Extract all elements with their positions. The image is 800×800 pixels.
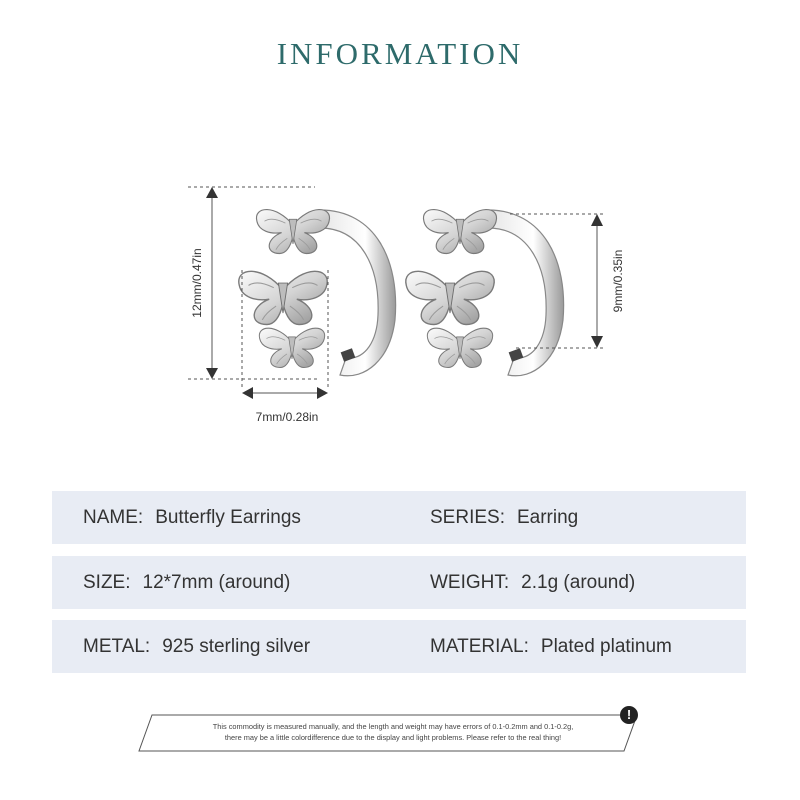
spec-size-label: SIZE: xyxy=(83,572,131,593)
spec-weight-value: 2.1g (around) xyxy=(521,572,636,593)
spec-material: MATERIAL: Plated platinum xyxy=(430,620,672,673)
spec-weight: WEIGHT: 2.1g (around) xyxy=(430,556,635,609)
spec-row-3: METAL: 925 sterling silver MATERIAL: Plate… xyxy=(52,620,746,673)
spec-series: SERIES: Earring xyxy=(430,491,578,544)
height-label: 12mm/0.47in xyxy=(190,248,204,317)
spec-name-label: NAME: xyxy=(83,507,144,528)
spec-size-value: 12*7mm (around) xyxy=(142,572,291,593)
warning-icon: ! xyxy=(620,706,638,724)
spec-metal: METAL: 925 sterling silver xyxy=(83,620,310,673)
spec-metal-label: METAL: xyxy=(83,636,151,657)
spec-series-label: SERIES: xyxy=(430,507,505,528)
spec-row-1: NAME: Butterfly Earrings SERIES: Earring xyxy=(52,491,746,544)
inner-label: 9mm/0.35in xyxy=(611,250,625,313)
notice-line-1: This commodity is measured manually, and… xyxy=(212,722,574,731)
notice-frame xyxy=(138,714,638,752)
spec-material-value: Plated platinum xyxy=(540,636,672,657)
page-title: INFORMATION xyxy=(276,36,524,71)
spec-name-value: Butterfly Earrings xyxy=(155,507,301,528)
spec-name: NAME: Butterfly Earrings xyxy=(83,491,301,544)
notice-text: This commodity is measured manually, and… xyxy=(158,721,628,743)
spec-size: SIZE: 12*7mm (around) xyxy=(83,556,290,609)
width-label: 7mm/0.28in xyxy=(256,410,319,424)
inner-dimension xyxy=(510,213,604,349)
product-figure: 12mm/0.47in 7mm/0.28in 9mm/0.35in xyxy=(188,186,625,424)
spec-weight-label: WEIGHT: xyxy=(430,572,510,593)
width-dimension xyxy=(241,270,329,399)
height-dimension xyxy=(188,186,320,380)
left-earring xyxy=(238,208,397,377)
spec-row-2: SIZE: 12*7mm (around) WEIGHT: 2.1g (around… xyxy=(52,556,746,609)
spec-metal-value: 925 sterling silver xyxy=(162,636,311,657)
right-earring xyxy=(405,208,565,377)
notice-line-2: there may be a little colordifference du… xyxy=(224,733,562,742)
spec-series-value: Earring xyxy=(516,507,579,528)
spec-material-label: MATERIAL: xyxy=(430,636,529,657)
